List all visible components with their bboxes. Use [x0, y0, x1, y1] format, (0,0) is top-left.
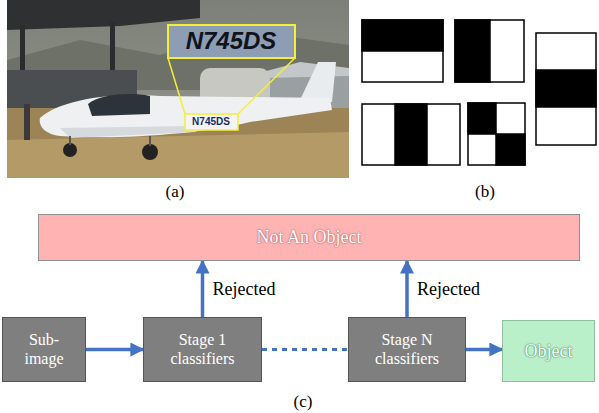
propeller	[24, 104, 30, 140]
feature-frame	[362, 104, 460, 165]
box-text: Stage N classifiers	[357, 331, 457, 368]
input-box: Sub-image	[2, 317, 86, 382]
feature-frame	[536, 33, 596, 145]
plane-fuselage	[40, 95, 332, 137]
landing-gear	[69, 136, 71, 145]
feature-black	[362, 20, 443, 51]
zoom-line	[168, 58, 185, 114]
feature-black	[455, 20, 490, 82]
zoom-inset	[168, 25, 295, 58]
edge-label: Rejected	[415, 279, 482, 300]
panel-label: (a)	[166, 182, 185, 202]
feature-black	[536, 70, 596, 107]
plane-tail	[300, 62, 336, 102]
registration-text: N745DS	[192, 116, 230, 128]
feature-black	[468, 103, 496, 134]
zoom-line	[238, 58, 295, 114]
flow-arrow	[86, 348, 143, 352]
box-text: Stage 1 classifiers	[152, 331, 253, 368]
stage-box: Stage N classifiers	[348, 317, 466, 382]
feature-frame	[455, 20, 524, 82]
photo-background	[7, 0, 349, 178]
feature-frame	[362, 20, 443, 82]
stage-box: Stage 1 classifiers	[143, 317, 262, 382]
flow-arrow	[405, 261, 409, 317]
haar-features	[362, 20, 596, 165]
grass-front	[7, 132, 349, 178]
registration-box	[185, 114, 238, 130]
registration-zoom: N745DS	[186, 27, 277, 55]
flow-arrow	[466, 348, 502, 352]
flow-arrow	[201, 261, 205, 317]
plane-wing	[60, 126, 196, 138]
panel-label: (c)	[294, 392, 313, 412]
box-text: Not An Object	[257, 227, 362, 248]
output-box: Object	[502, 320, 595, 382]
result-band: Not An Object	[38, 214, 580, 261]
panel-label: (b)	[475, 182, 495, 202]
airplane-photo	[7, 0, 349, 178]
box-text: Object	[525, 341, 573, 362]
box-text: Sub-image	[17, 331, 71, 368]
wheel	[63, 143, 77, 157]
plane-canopy	[88, 94, 150, 116]
feature-black	[496, 134, 525, 165]
feature-black	[395, 104, 427, 165]
landing-gear	[149, 136, 151, 146]
edge-label: Rejected	[211, 279, 278, 300]
flow-arrow	[262, 348, 348, 351]
wheel	[142, 144, 158, 160]
feature-frame	[468, 103, 525, 165]
